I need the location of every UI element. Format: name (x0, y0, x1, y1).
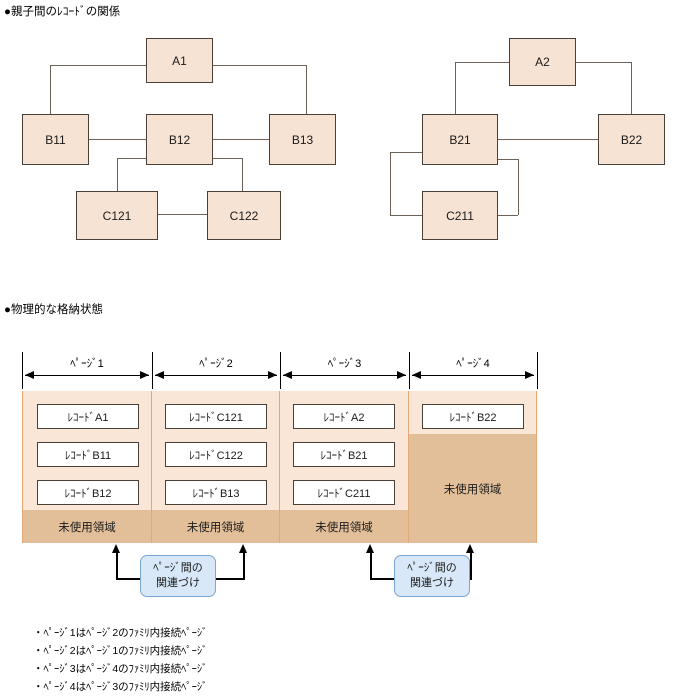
storage-band: ﾚｺｰﾄﾞA1 ﾚｺｰﾄﾞB11 ﾚｺｰﾄﾞB12 未使用領域 ﾚｺｰﾄﾞC12… (22, 391, 537, 543)
record-slot[interactable]: ﾚｺｰﾄﾞB12 (37, 480, 139, 505)
linkage-line-right-v-2 (470, 552, 472, 580)
record-node-label: A1 (172, 53, 187, 68)
page-column-2[interactable]: ﾚｺｰﾄﾞC121 ﾚｺｰﾄﾞC122 ﾚｺｰﾄﾞB13 未使用領域 (152, 391, 280, 543)
linkage-line-left-v-1 (116, 552, 118, 580)
page-extent-arrow (25, 370, 149, 379)
connector-a2-left-v (455, 62, 456, 114)
note-item: ・ﾍﾟｰｼﾞ3はﾍﾟｰｼﾞ4のﾌｧﾐﾘ内接続ﾍﾟｰｼﾞ (33, 663, 208, 675)
linkage-line-right-h-1 (214, 578, 244, 580)
note-item: ・ﾍﾟｰｼﾞ1はﾍﾟｰｼﾞ2のﾌｧﾐﾘ内接続ﾍﾟｰｼﾞ (33, 627, 208, 639)
record-node-c121[interactable]: C121 (76, 191, 158, 240)
record-node-label: B11 (45, 132, 66, 147)
record-node-label: C122 (229, 208, 259, 223)
page-extent-arrow (155, 370, 277, 379)
record-node-b12[interactable]: B12 (146, 114, 213, 165)
connector-a2-left-h (455, 62, 509, 63)
page-boundary-tick (152, 352, 153, 389)
connector-a1-left-h (50, 65, 146, 66)
notes-list: ・ﾍﾟｰｼﾞ1はﾍﾟｰｼﾞ2のﾌｧﾐﾘ内接続ﾍﾟｰｼﾞ ・ﾍﾟｰｼﾞ2はﾍﾟｰｼ… (33, 624, 207, 696)
page-extent-arrow (283, 370, 406, 379)
page-column-1[interactable]: ﾚｺｰﾄﾞA1 ﾚｺｰﾄﾞB11 ﾚｺｰﾄﾞB12 未使用領域 (22, 391, 152, 543)
page-linkage-callout-1[interactable]: ﾍﾟｰｼﾞ間の 関連づけ (140, 555, 216, 597)
connector-b21-c211-right-v (518, 159, 519, 215)
page-boundary-tick (280, 352, 281, 389)
record-node-b22[interactable]: B22 (598, 114, 665, 165)
linkage-line-left-v-2 (370, 552, 372, 580)
record-slot[interactable]: ﾚｺｰﾄﾞB11 (37, 442, 139, 467)
record-slot[interactable]: ﾚｺｰﾄﾞC121 (165, 404, 267, 429)
unused-area: 未使用領域 (409, 434, 536, 543)
connector-b12-c121-v (117, 158, 118, 191)
connector-b21-c211-right-bot (498, 215, 518, 216)
page-label-1: ﾍﾟｰｼﾞ1 (70, 358, 104, 370)
page-boundary-tick (537, 352, 538, 389)
record-node-label: B22 (620, 132, 643, 147)
unused-area: 未使用領域 (280, 510, 408, 543)
record-node-label: A2 (535, 55, 550, 69)
connector-b21-b22 (498, 139, 598, 140)
connector-b21-c211-right-top (498, 159, 518, 160)
linkage-line-left-h-1 (116, 578, 146, 580)
connector-a1-left-v (50, 65, 51, 114)
storage-section-heading: ●物理的な格納状態 (4, 304, 103, 316)
record-slot[interactable]: ﾚｺｰﾄﾞA1 (37, 404, 139, 429)
record-node-a1[interactable]: A1 (146, 38, 213, 83)
record-slot[interactable]: ﾚｺｰﾄﾞB22 (422, 404, 524, 429)
page-label-3: ﾍﾟｰｼﾞ3 (327, 358, 362, 370)
record-slot[interactable]: ﾚｺｰﾄﾞC211 (293, 480, 395, 505)
connector-b21-c211-left-bot (390, 215, 422, 216)
page-linkage-callout-2[interactable]: ﾍﾟｰｼﾞ間の 関連づけ (394, 555, 470, 597)
relations-section-heading: ●親子間のﾚｺｰﾄﾞの関係 (4, 6, 121, 18)
record-slot[interactable]: ﾚｺｰﾄﾞA2 (293, 404, 395, 429)
page-label-4: ﾍﾟｰｼﾞ4 (456, 358, 490, 370)
unused-area: 未使用領域 (23, 510, 151, 543)
callout-line-2: 関連づけ (410, 577, 454, 589)
connector-b12-c122-v (242, 158, 243, 191)
linkage-arrow-up-1 (112, 544, 120, 553)
callout-line-1: ﾍﾟｰｼﾞ間の (153, 562, 203, 574)
connector-b12-c121-h (117, 158, 146, 159)
page-column-3[interactable]: ﾚｺｰﾄﾞA2 ﾚｺｰﾄﾞB21 ﾚｺｰﾄﾞC211 未使用領域 (280, 391, 409, 543)
record-node-label: B12 (168, 132, 191, 147)
record-node-c211[interactable]: C211 (422, 191, 498, 240)
page-column-4[interactable]: ﾚｺｰﾄﾞB22 未使用領域 (409, 391, 537, 543)
linkage-arrow-up-3 (366, 544, 374, 553)
page-boundary-tick (22, 352, 23, 389)
record-node-label: B13 (291, 132, 314, 147)
connector-b21-c211-left-top (390, 152, 422, 153)
page-label-2: ﾍﾟｰｼﾞ2 (199, 358, 233, 370)
linkage-line-right-v-1 (243, 552, 245, 580)
record-node-label: C211 (446, 208, 474, 223)
linkage-line-left-h-2 (370, 578, 400, 580)
note-item: ・ﾍﾟｰｼﾞ2はﾍﾟｰｼﾞ1のﾌｧﾐﾘ内接続ﾍﾟｰｼﾞ (33, 645, 208, 657)
callout-line-1: ﾍﾟｰｼﾞ間の (407, 562, 457, 574)
connector-b21-c211-left-v (390, 152, 391, 215)
connector-a1-right-h (213, 65, 306, 66)
connector-a2-right-h (576, 62, 631, 63)
record-node-c122[interactable]: C122 (207, 191, 281, 240)
unused-area: 未使用領域 (152, 510, 279, 543)
page-extent-arrow (412, 370, 534, 379)
record-node-b11[interactable]: B11 (22, 114, 89, 165)
record-node-b13[interactable]: B13 (269, 114, 336, 165)
record-slot[interactable]: ﾚｺｰﾄﾞC122 (165, 442, 267, 467)
linkage-arrow-up-2 (239, 544, 247, 553)
record-node-label: C121 (102, 208, 132, 223)
connector-c121-c122 (158, 214, 207, 215)
note-item: ・ﾍﾟｰｼﾞ4はﾍﾟｰｼﾞ3のﾌｧﾐﾘ内接続ﾍﾟｰｼﾞ (33, 681, 208, 693)
record-node-label: B21 (449, 132, 471, 147)
linkage-arrow-up-4 (466, 544, 474, 553)
record-slot[interactable]: ﾚｺｰﾄﾞB13 (165, 480, 267, 505)
callout-line-2: 関連づけ (156, 577, 200, 589)
connector-b11-b12 (89, 139, 146, 140)
record-node-a2[interactable]: A2 (509, 38, 576, 86)
page-boundary-tick (409, 352, 410, 389)
record-node-b21[interactable]: B21 (422, 114, 498, 165)
connector-b12-b13 (213, 139, 269, 140)
record-slot[interactable]: ﾚｺｰﾄﾞB21 (293, 442, 395, 467)
connector-b12-c122-h (213, 158, 242, 159)
connector-a1-right-v (306, 65, 307, 114)
connector-a2-right-v (631, 62, 632, 114)
